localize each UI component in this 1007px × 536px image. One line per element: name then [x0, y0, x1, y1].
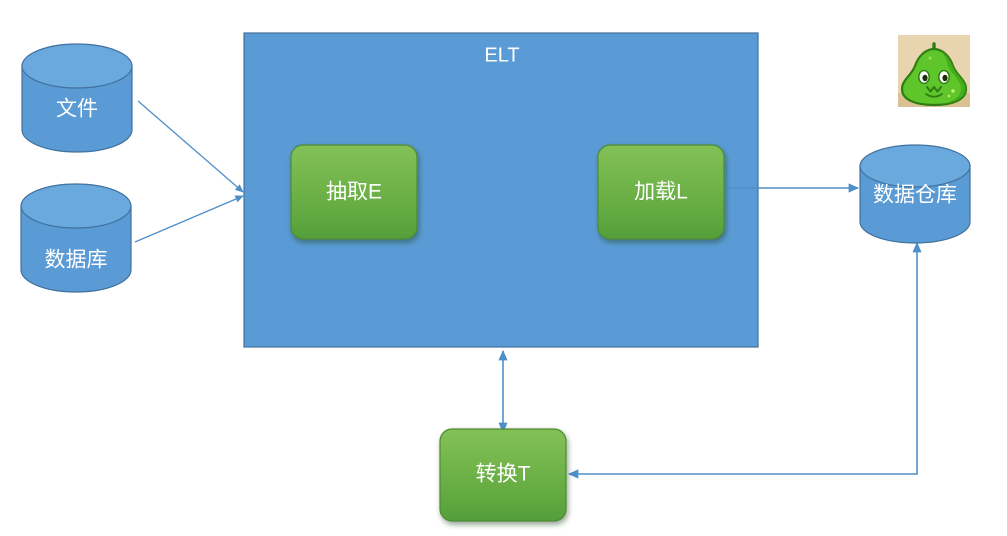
extract-box[interactable]	[290, 144, 418, 240]
stage-load[interactable]	[597, 144, 725, 240]
transform-box[interactable]	[439, 428, 567, 522]
source-cylinder-database[interactable]: 数据库	[20, 183, 132, 293]
avatar-artwork	[898, 35, 970, 107]
load-box[interactable]	[597, 144, 725, 240]
database-cylinder-top	[20, 183, 132, 229]
file-cylinder-top	[21, 43, 133, 89]
source-cylinder-file[interactable]: 文件	[21, 43, 133, 153]
warehouse-cylinder-body	[859, 165, 971, 244]
file-cylinder-body	[21, 65, 133, 153]
edge-warehouse-to-transform	[567, 241, 922, 479]
edge-file-to-elt	[137, 100, 244, 193]
warehouse-cylinder-top	[859, 144, 971, 188]
edge-database-to-elt	[134, 195, 244, 243]
edges-layer	[134, 100, 922, 479]
database-cylinder-body	[20, 205, 132, 293]
stage-transform[interactable]	[439, 428, 567, 522]
stage-extract[interactable]	[290, 144, 418, 240]
target-cylinder-warehouse[interactable]: 数据仓库	[859, 144, 971, 244]
pear-mascot-avatar[interactable]	[898, 35, 970, 107]
